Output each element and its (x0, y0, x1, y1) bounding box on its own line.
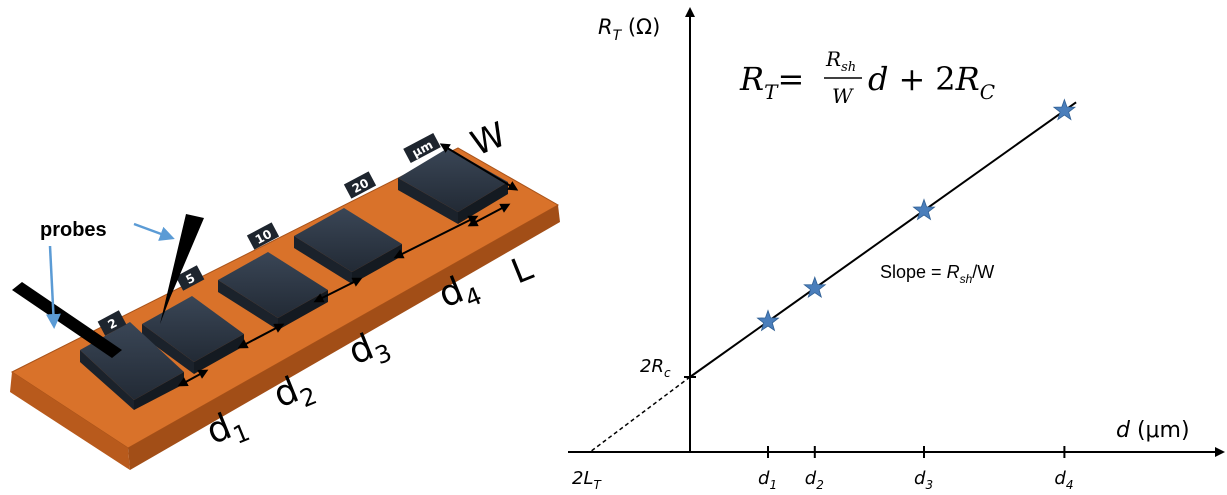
y-intercept-label: 2Rc (640, 356, 671, 380)
probes-arrow-2 (133, 222, 175, 241)
pad-label-10: 10 (246, 222, 280, 250)
probe-right (160, 214, 204, 324)
svg-text:20: 20 (350, 176, 371, 196)
data-point-2 (803, 275, 827, 299)
svg-text:RT=: RT= (739, 60, 804, 104)
tlm-structure: 2 5 10 20 μm probes (10, 115, 560, 470)
x-intercept-label: 2LT (572, 468, 602, 492)
fit-line (689, 101, 1077, 378)
equation: RT= Rsh W d+2RC (739, 47, 995, 108)
slope-label: Slope = Rsh/W (880, 262, 994, 286)
data-markers (756, 98, 1077, 332)
pad-2 (142, 296, 244, 374)
svg-text:10: 10 (253, 227, 274, 247)
tlm-plot: RT (Ω) d (μm) RT= Rsh W d+2RC d1 d2 d3 d4 (568, 7, 1225, 492)
probes-arrow-1 (45, 245, 61, 329)
svg-text:W: W (832, 84, 854, 108)
data-point-4 (1052, 98, 1077, 121)
data-point-1 (756, 309, 780, 332)
length-arrow (467, 203, 511, 227)
x-tick-label-d2: d2 (805, 468, 824, 492)
pad-label-2: 2 (97, 310, 127, 336)
pad-label-20: 20 (343, 171, 377, 199)
extrapolation-line (589, 376, 691, 453)
pad-label-5: 5 (175, 265, 205, 291)
length-label: L (506, 248, 539, 292)
svg-text:d+2RC: d+2RC (868, 60, 995, 104)
gap-arrows (177, 143, 519, 387)
pad-4 (294, 208, 402, 284)
probes-label: probes (40, 219, 107, 241)
y-axis-label: RT (Ω) (598, 15, 660, 44)
width-arrow (439, 143, 519, 191)
gap-arrow-d4 (393, 215, 479, 259)
substrate-front (10, 372, 130, 470)
data-point-3 (912, 198, 936, 221)
x-axis-label: d (μm) (1116, 418, 1190, 443)
probe-left (12, 282, 122, 358)
x-ticks: d1 d2 d3 d4 (758, 446, 1073, 492)
gap-arrow-d3 (313, 277, 363, 303)
x-tick-label-d1: d1 (758, 468, 777, 492)
gap-arrow-d1 (177, 369, 209, 387)
svg-text:Rsh: Rsh (825, 47, 856, 75)
x-tick-label-d3: d3 (914, 468, 933, 492)
x-tick-label-d4: d4 (1054, 468, 1073, 492)
gap-arrow-d2 (237, 323, 285, 349)
substrate-side (128, 205, 560, 470)
